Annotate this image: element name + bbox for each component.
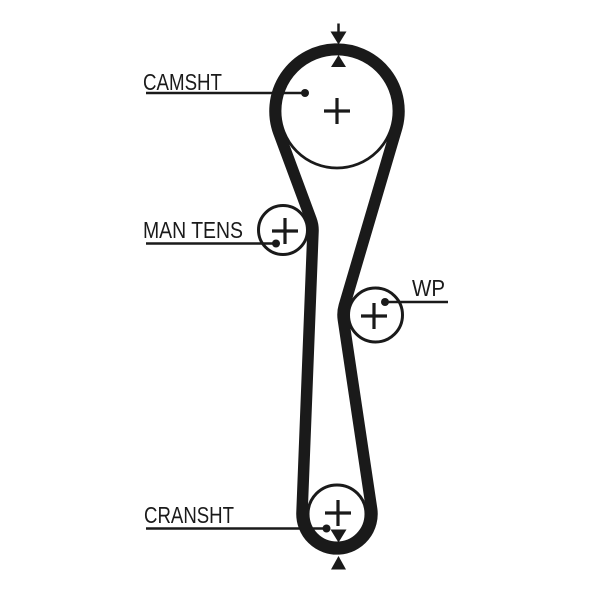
crankshaft-label: CRANSHT [144, 502, 234, 528]
crankshaft-inner-alignment-arrow-icon [330, 529, 347, 543]
tensioner-center-cross-icon [272, 218, 298, 244]
water-pump-center-cross-icon [361, 303, 387, 329]
camshaft-label: CAMSHT [143, 69, 222, 95]
crankshaft-pulley [306, 483, 368, 545]
tensioner-leader-dot [272, 239, 280, 248]
camshaft-inner-alignment-arrow-icon [331, 55, 346, 67]
camshaft-outer-alignment-arrow-icon [330, 31, 347, 45]
water-pump-leader-dot [381, 298, 389, 306]
camshaft-leader-dot [301, 89, 309, 97]
crankshaft-outer-alignment-arrow-icon [331, 556, 346, 570]
tensioner-label: MAN TENS [143, 217, 243, 243]
crankshaft-center-cross-icon [325, 500, 351, 526]
water-pump-label: WP [412, 275, 445, 301]
camshaft-center-cross-icon [324, 98, 350, 124]
crankshaft-leader-dot [322, 524, 331, 533]
timing-belt-path [269, 43, 405, 555]
